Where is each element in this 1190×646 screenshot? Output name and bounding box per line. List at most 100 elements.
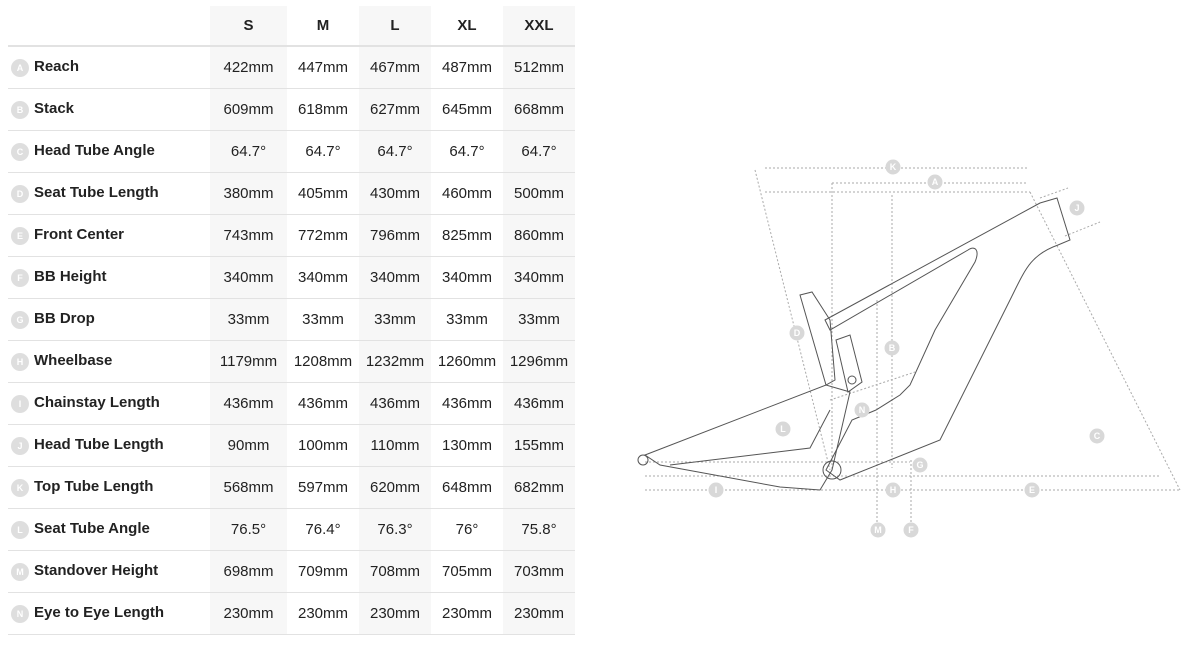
value-cell: 436mm xyxy=(287,382,359,425)
value-cell: 436mm xyxy=(359,382,431,425)
svg-text:F: F xyxy=(908,525,914,535)
value-cell: 698mm xyxy=(210,550,287,593)
diagram-label-f: F xyxy=(903,522,919,538)
value-cell: 340mm xyxy=(287,256,359,299)
value-cell: 33mm xyxy=(359,298,431,341)
value-cell: 76° xyxy=(431,508,503,551)
value-cell: 709mm xyxy=(287,550,359,593)
value-cell: 772mm xyxy=(287,214,359,257)
row-label: B Stack xyxy=(8,88,210,131)
value-cell: 708mm xyxy=(359,550,431,593)
svg-text:G: G xyxy=(916,460,923,470)
value-cell: 705mm xyxy=(431,550,503,593)
diagram-label-g: G xyxy=(912,457,928,473)
value-cell: 33mm xyxy=(431,298,503,341)
svg-text:L: L xyxy=(780,424,786,434)
value-cell: 447mm xyxy=(287,46,359,89)
letter-badge: I xyxy=(11,394,29,413)
value-cell: 436mm xyxy=(503,382,575,425)
value-cell: 487mm xyxy=(431,46,503,89)
measurement-name: BB Height xyxy=(34,268,107,286)
measurement-name: Seat Tube Angle xyxy=(34,520,150,538)
svg-text:D: D xyxy=(794,328,801,338)
value-cell: 1179mm xyxy=(210,340,287,383)
letter-badge: B xyxy=(11,100,29,119)
diagram-label-j: J xyxy=(1069,200,1085,216)
value-cell: 436mm xyxy=(431,382,503,425)
value-cell: 825mm xyxy=(431,214,503,257)
svg-text:M: M xyxy=(874,525,882,535)
svg-text:N: N xyxy=(859,405,866,415)
header-blank xyxy=(8,6,210,47)
value-cell: 668mm xyxy=(503,88,575,131)
value-cell: 33mm xyxy=(503,298,575,341)
measurement-name: Stack xyxy=(34,100,75,118)
svg-text:A: A xyxy=(932,177,939,187)
value-cell: 340mm xyxy=(210,256,287,299)
value-cell: 340mm xyxy=(503,256,575,299)
measurement-name: Chainstay Length xyxy=(34,394,160,412)
bike-frame xyxy=(637,197,1071,491)
letter-badge: C xyxy=(11,142,29,161)
value-cell: 627mm xyxy=(359,88,431,131)
diagram-label-i: I xyxy=(708,482,724,498)
measurement-name: Head Tube Length xyxy=(34,436,164,454)
value-cell: 796mm xyxy=(359,214,431,257)
value-cell: 76.3° xyxy=(359,508,431,551)
value-cell: 460mm xyxy=(431,172,503,215)
value-cell: 90mm xyxy=(210,424,287,467)
letter-badge: E xyxy=(11,226,29,245)
measurement-name: Standover Height xyxy=(34,562,159,580)
value-cell: 110mm xyxy=(359,424,431,467)
diagram-label-k: K xyxy=(885,159,901,175)
value-cell: 230mm xyxy=(503,592,575,635)
letter-badge: H xyxy=(11,352,29,371)
size-header-xl: XL xyxy=(431,6,503,47)
dimension-lines xyxy=(645,167,1181,530)
measurement-name: Eye to Eye Length xyxy=(34,604,165,622)
value-cell: 230mm xyxy=(210,592,287,635)
letter-badge: N xyxy=(11,604,29,623)
value-cell: 380mm xyxy=(210,172,287,215)
value-cell: 1296mm xyxy=(503,340,575,383)
measurement-name: Reach xyxy=(34,58,80,76)
row-label: E Front Center xyxy=(8,214,210,257)
value-cell: 64.7° xyxy=(210,130,287,173)
letter-badge: M xyxy=(11,562,29,581)
row-label: M Standover Height xyxy=(8,550,210,593)
value-cell: 230mm xyxy=(431,592,503,635)
value-cell: 64.7° xyxy=(431,130,503,173)
row-label: F BB Height xyxy=(8,256,210,299)
value-cell: 703mm xyxy=(503,550,575,593)
value-cell: 64.7° xyxy=(359,130,431,173)
value-cell: 618mm xyxy=(287,88,359,131)
value-cell: 33mm xyxy=(287,298,359,341)
svg-text:I: I xyxy=(715,485,718,495)
letter-badge: L xyxy=(11,520,29,539)
diagram-label-c: C xyxy=(1089,428,1105,444)
value-cell: 155mm xyxy=(503,424,575,467)
value-cell: 33mm xyxy=(210,298,287,341)
size-header-xxl: XXL xyxy=(503,6,575,47)
value-cell: 568mm xyxy=(210,466,287,509)
letter-badge: F xyxy=(11,268,29,287)
value-cell: 340mm xyxy=(359,256,431,299)
value-cell: 64.7° xyxy=(287,130,359,173)
value-cell: 75.8° xyxy=(503,508,575,551)
value-cell: 645mm xyxy=(431,88,503,131)
diagram-label-m: M xyxy=(870,522,886,538)
value-cell: 405mm xyxy=(287,172,359,215)
measurement-name: Front Center xyxy=(34,226,124,244)
